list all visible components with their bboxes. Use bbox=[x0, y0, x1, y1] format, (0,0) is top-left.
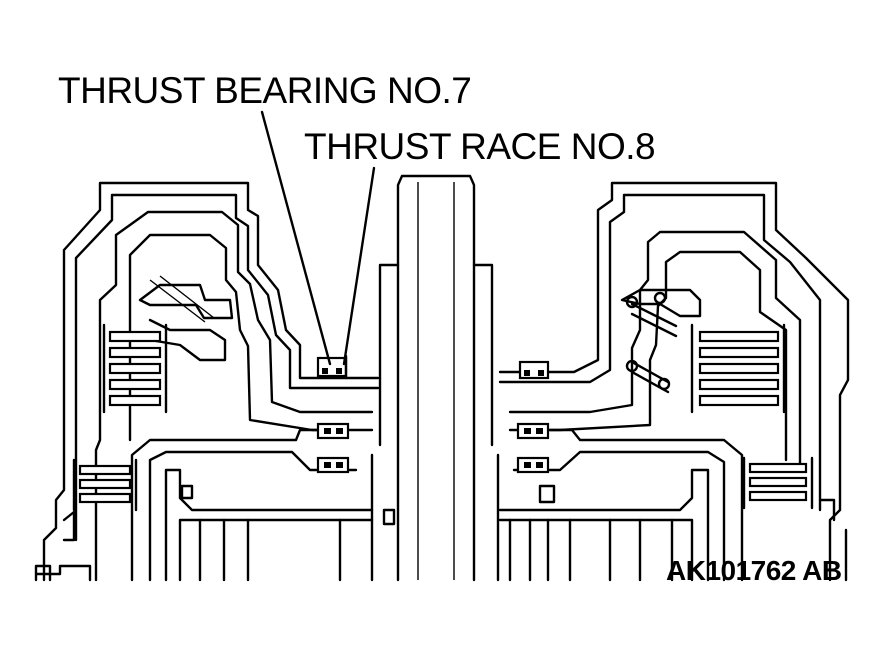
right-return-springs bbox=[625, 291, 678, 394]
left-clutch-plates bbox=[102, 323, 168, 414]
thrust-bearing-label: THRUST BEARING NO.7 bbox=[58, 70, 472, 111]
center-shaft bbox=[370, 174, 500, 582]
right-needle-bearing-lower bbox=[516, 456, 550, 474]
right-clutch-assembly bbox=[498, 181, 850, 582]
right-clutch-plates bbox=[690, 323, 786, 414]
leader-line-thrust-race bbox=[342, 166, 376, 366]
left-lower-clutch-plates bbox=[72, 458, 138, 512]
thrust-bearing-no7 bbox=[316, 356, 348, 378]
figure-code-label: AK101762 AB bbox=[666, 555, 842, 586]
left-needle-bearing-upper bbox=[316, 422, 350, 440]
right-thrust-bearing bbox=[518, 360, 550, 380]
leader-line-thrust-bearing bbox=[260, 110, 332, 366]
left-needle-bearing-lower bbox=[316, 456, 350, 474]
right-needle-bearing-upper bbox=[516, 422, 550, 440]
right-lower-clutch-plates bbox=[742, 456, 814, 510]
thrust-race-label: THRUST RACE NO.8 bbox=[304, 126, 656, 167]
left-clutch-assembly bbox=[34, 181, 396, 582]
